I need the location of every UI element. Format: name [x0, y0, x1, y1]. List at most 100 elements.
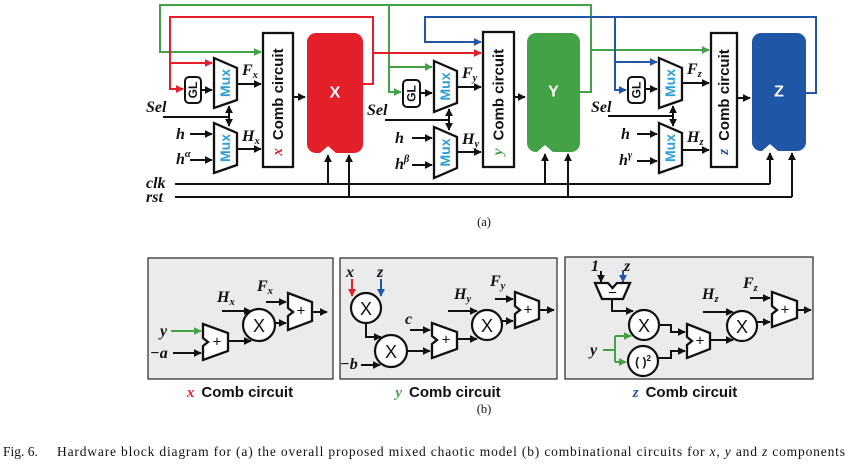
hy-sub: y [464, 294, 471, 305]
fz-sub: z [697, 69, 703, 80]
clock-notch-icon [320, 146, 336, 153]
panel-y-comb-circuit: x z X −b X c + Hy X Fy + [339, 257, 558, 380]
h-alpha-base: h [176, 151, 185, 168]
hy-label: Hy [461, 131, 479, 150]
h-gamma-sup: γ [628, 150, 633, 161]
h-alpha-label: hα [176, 149, 191, 168]
register-z [752, 33, 806, 151]
feedback-wires [159, 4, 817, 96]
register-y-label: Y [548, 84, 559, 101]
clock-notch-icon [762, 144, 778, 151]
hz-label: Hz [701, 286, 719, 305]
fy-base: F [461, 65, 473, 82]
mux-f [432, 59, 459, 114]
title-var: y [393, 385, 402, 401]
hz-sub: z [713, 294, 719, 305]
square-exp: 2 [646, 354, 651, 363]
fx-label: Fx [241, 62, 258, 81]
hy-sub: y [472, 139, 479, 150]
panel-z-title: z Comb circuit [632, 384, 738, 401]
hx-base: H [216, 289, 230, 306]
wire-z-feedback-to-comb-y [424, 16, 817, 94]
adder-2 [513, 290, 541, 330]
caption-var-z: z [761, 444, 768, 459]
adder-1 [430, 321, 459, 360]
clock-notch-icon [537, 145, 553, 152]
h-label: h [621, 126, 630, 143]
hz-base: H [701, 286, 715, 303]
title-text: Comb circuit [409, 384, 501, 401]
fx-sub: x [267, 286, 273, 297]
hx-sub: x [253, 136, 259, 147]
hx-label: Hx [216, 289, 235, 308]
h-gamma-label: hγ [619, 150, 633, 169]
h-label: h [176, 126, 185, 143]
caption-text: Hardware block diagram for (a) the overa… [57, 444, 845, 459]
z-input-label: z [623, 258, 631, 275]
sel-label: Sel [367, 102, 388, 119]
hy-label: Hy [453, 286, 471, 305]
comb-text: Comb circuit [490, 49, 507, 141]
h-gamma-base: h [619, 152, 628, 169]
adder-1 [685, 322, 712, 360]
adder-1-sign: + [213, 334, 222, 351]
multiplier-3-sign: X [481, 316, 493, 336]
hz-sub: z [698, 137, 704, 148]
h-label: h [395, 130, 404, 147]
gl-label: GL [630, 82, 644, 99]
sublabel-a: (a) [477, 215, 491, 229]
h-beta-base: h [395, 156, 404, 173]
c-input-label: c [405, 311, 412, 328]
caption-label: Fig. 6. [3, 444, 38, 459]
mux-h-label: Mux [217, 134, 233, 162]
caption-after: components [768, 444, 845, 459]
adder-2-sign: + [297, 303, 306, 320]
multiplier-1-out-arrow [365, 323, 382, 341]
hz-label: Hz [686, 129, 704, 148]
z-input-label: z [376, 264, 384, 281]
multiplier-1-sign: X [638, 316, 650, 336]
gl-label: GL [186, 82, 200, 99]
comb-circuit-z-block [709, 31, 739, 169]
fz-label: Fz [742, 275, 759, 294]
fy-label: Fy [489, 273, 506, 292]
title-var: x [186, 385, 195, 401]
gl-label: GL [405, 85, 419, 102]
multiplier-sign: X [253, 316, 265, 336]
fz-base: F [686, 61, 698, 78]
comb-text: Comb circuit [716, 49, 733, 141]
neg-b-label: −b [340, 356, 358, 373]
comb-text: Comb circuit [270, 48, 287, 140]
multiplier-3 [470, 308, 504, 342]
mux-f-label: Mux [217, 69, 233, 97]
neg-a-label: −a [150, 345, 168, 362]
panel-x-comb-circuit: Hx Fx y −a + X + [147, 257, 334, 380]
h-beta-sup: β [403, 154, 410, 165]
panel-x-title: x Comb circuit [186, 384, 293, 401]
register-x-label: X [330, 85, 341, 102]
title-text: Comb circuit [201, 384, 293, 401]
mux-f-label: Mux [662, 69, 678, 97]
hx-label: Hx [241, 128, 260, 147]
comb-circuit-x-label: xComb circuit [270, 48, 287, 156]
multiplier-2-sign: X [736, 317, 748, 337]
h-beta-label: hβ [395, 154, 410, 173]
square-label: ( )2 [635, 354, 651, 370]
panel-z-comb-circuit: 1 z − X y ( )2 + Hz X Fz [564, 256, 814, 380]
title-var: z [632, 385, 639, 401]
wire-z-to-gl-z [614, 17, 627, 94]
adder-1 [201, 322, 230, 362]
multiplier-2 [725, 309, 759, 343]
adder-1-sign: + [696, 333, 705, 350]
fy-sub: y [499, 281, 506, 292]
title-text: Comb circuit [646, 384, 738, 401]
fz-base: F [742, 275, 754, 292]
x-input-label: x [345, 264, 354, 281]
adder-2 [770, 290, 799, 329]
one-input-label: 1 [591, 258, 599, 275]
h-alpha-sup: α [185, 149, 191, 160]
comb-circuit-z-label: zComb circuit [716, 49, 733, 156]
comb-circuit-x-block [261, 31, 295, 169]
panel-y-title: y Comb circuit [393, 384, 500, 401]
